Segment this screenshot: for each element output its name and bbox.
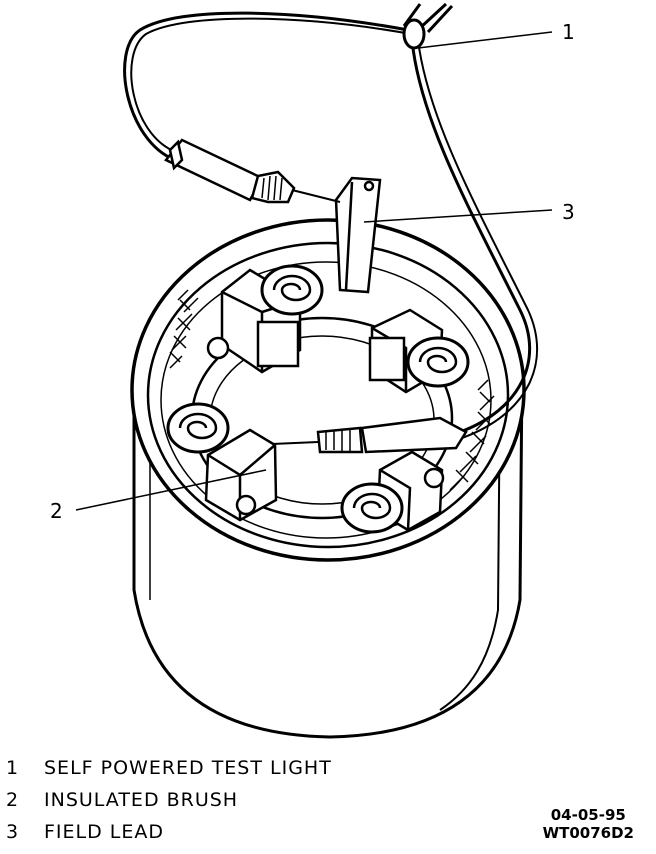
test-light-probe-lower [271,416,468,454]
legend-item-3: 3 FIELD LEAD [6,816,332,848]
brush-spring-bottom-left [166,402,230,454]
legend-item-2: 2 INSULATED BRUSH [6,784,332,816]
brush-spring-bottom-right [340,482,404,534]
stamp-code: WT0076D2 [542,824,634,842]
field-coil-hatching [169,289,495,491]
brush-spring-top-right [406,336,470,388]
legend-number: 3 [6,821,20,843]
starter-brush-holder-diagram: 1 3 2 [50,2,575,739]
brush-spring-top-left [260,264,324,316]
callout-2: 2 [50,499,63,523]
callout-3: 3 [562,200,575,224]
legend-number: 2 [6,789,20,811]
legend-label: FIELD LEAD [44,821,165,843]
legend-item-1: 1 SELF POWERED TEST LIGHT [6,752,332,784]
callout-leaders [75,31,553,511]
test-light-probe-upper [164,138,341,204]
legend-label: SELF POWERED TEST LIGHT [44,757,332,779]
stamp-date: 04-05-95 [550,806,626,824]
wire-clamp [402,18,426,50]
test-light-wire [123,2,538,439]
frame-rim [130,218,526,562]
figure-stamp: 04-05-95 WT0076D2 [543,806,634,842]
legend-label: INSULATED BRUSH [44,789,239,811]
legend-number: 1 [6,757,20,779]
callout-1: 1 [562,20,575,44]
legend: 1 SELF POWERED TEST LIGHT 2 INSULATED BR… [6,752,332,848]
field-lead-post [334,176,382,294]
